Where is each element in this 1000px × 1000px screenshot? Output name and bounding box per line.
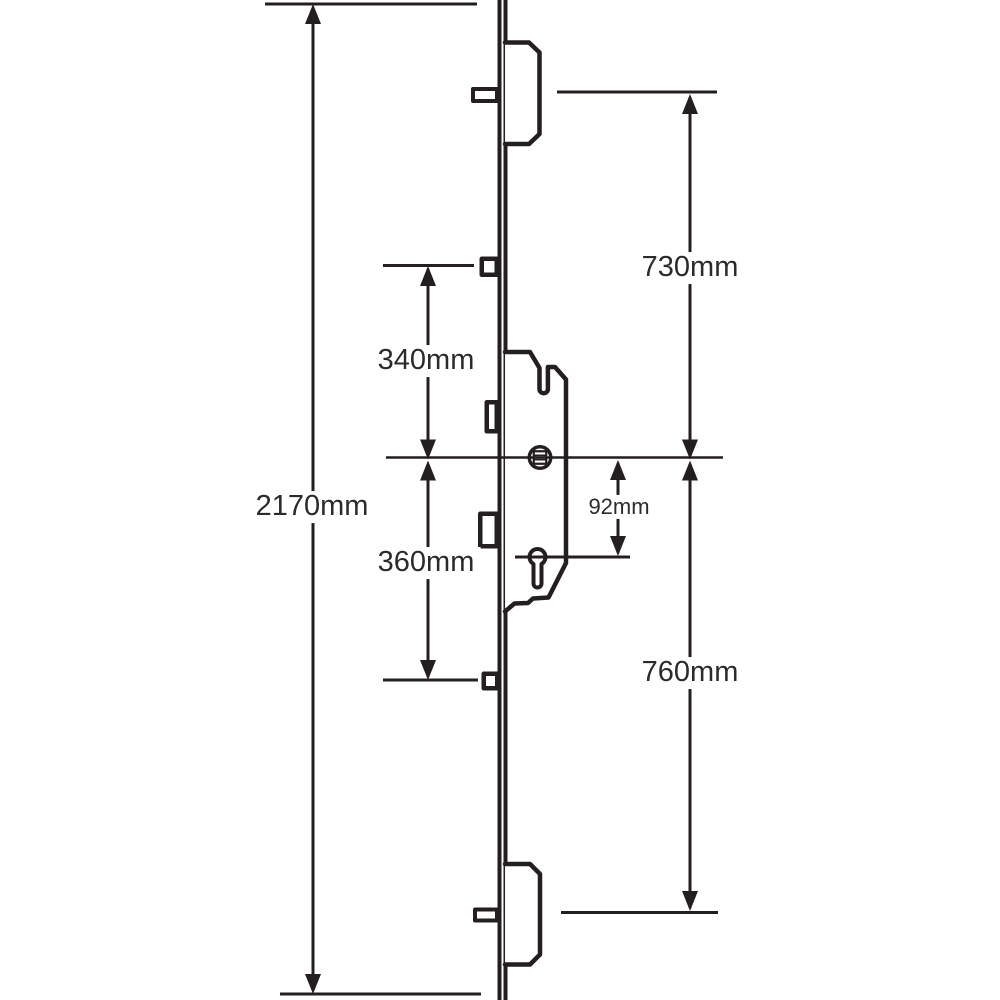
lock-mechanism: [471, 0, 569, 1000]
top-fixing-lug: [471, 87, 499, 103]
euro-cylinder-cutout: [527, 547, 548, 590]
dim-label-340: 340mm: [371, 344, 481, 377]
dim-label-92: 92mm: [584, 494, 654, 520]
lower-guide-slot: [478, 511, 499, 549]
upper-mushroom-bolt: [479, 256, 499, 277]
faceplate: [497, 0, 508, 1000]
extension-lines: [265, 2, 723, 996]
gearbox: [502, 349, 569, 614]
bottom-fixing-lug: [473, 907, 499, 923]
dim-label-2170: 2170mm: [249, 490, 375, 523]
dim-label-760: 760mm: [635, 656, 745, 689]
dim-label-730: 730mm: [635, 251, 745, 284]
top-roller-cam: [502, 40, 542, 147]
bottom-roller-cam: [502, 861, 543, 967]
lower-mushroom-bolt: [481, 671, 500, 691]
upper-guide-slot: [484, 400, 499, 434]
dim-label-360: 360mm: [371, 546, 481, 579]
